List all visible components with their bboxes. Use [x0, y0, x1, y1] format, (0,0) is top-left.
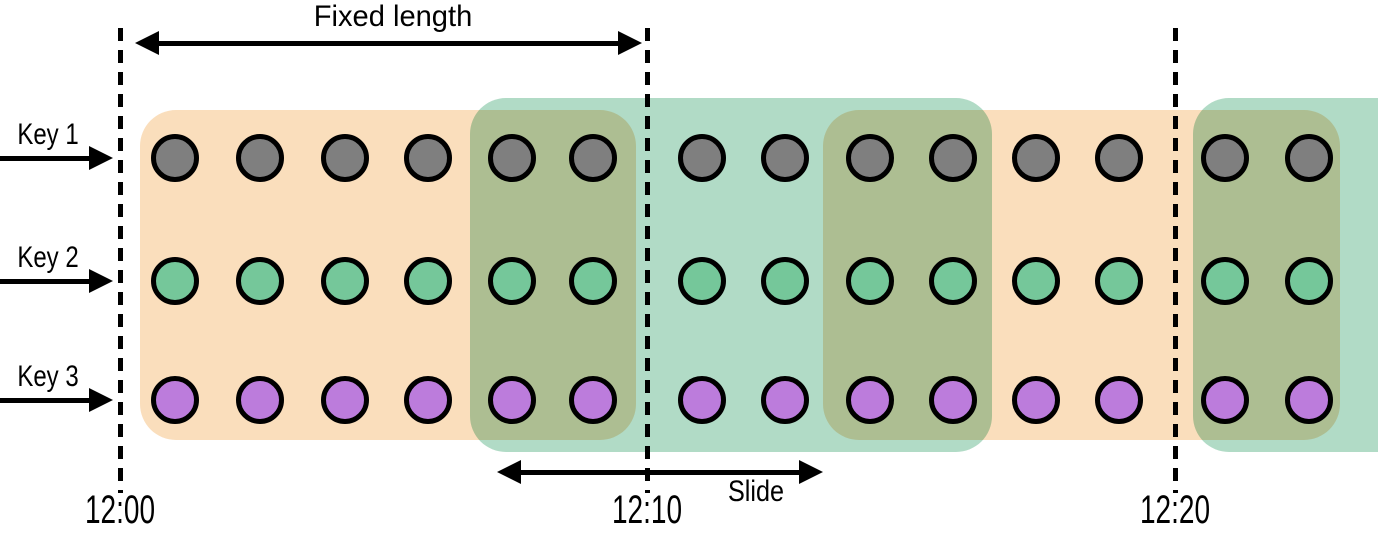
event-dot	[1095, 376, 1143, 424]
event-dot	[1201, 134, 1249, 182]
timestamp-text: 12:20	[1139, 488, 1211, 532]
slide-text: Slide	[727, 475, 785, 508]
event-dot	[678, 376, 726, 424]
event-dot	[1285, 257, 1333, 305]
event-dot	[929, 257, 977, 305]
timeline-dashed-line	[117, 28, 123, 493]
key-label-2: Key 2	[10, 243, 87, 273]
event-dot	[846, 134, 894, 182]
timestamp-label: 12:10	[597, 490, 697, 530]
fixed-length-text: Fixed length	[313, 0, 473, 33]
event-dot	[1285, 376, 1333, 424]
event-dot	[678, 134, 726, 182]
event-dot	[236, 134, 284, 182]
event-dot	[761, 376, 809, 424]
key-label-text: Key 1	[17, 118, 79, 151]
timeline-dashed-line	[644, 28, 650, 493]
timestamp-text: 12:10	[611, 488, 683, 532]
event-dot	[1012, 134, 1060, 182]
key-label-1: Key 1	[10, 120, 87, 150]
event-dot	[404, 376, 452, 424]
event-dot	[151, 376, 199, 424]
event-dot	[151, 257, 199, 305]
event-dot	[1201, 257, 1249, 305]
event-dot	[1201, 376, 1249, 424]
key-label-text: Key 2	[17, 241, 79, 274]
slide-label: Slide	[723, 477, 790, 507]
event-dot	[404, 257, 452, 305]
event-dot	[488, 257, 536, 305]
event-dot	[1095, 257, 1143, 305]
event-dot	[569, 257, 617, 305]
event-dot	[1095, 134, 1143, 182]
event-dot	[404, 134, 452, 182]
event-dot	[761, 134, 809, 182]
event-dot	[761, 257, 809, 305]
timeline-dashed-line	[1172, 28, 1178, 493]
event-dot	[236, 257, 284, 305]
timestamp-text: 12:00	[84, 488, 156, 532]
event-dot	[321, 257, 369, 305]
key-label-3: Key 3	[10, 362, 87, 392]
event-dot	[678, 257, 726, 305]
event-dot	[488, 134, 536, 182]
event-dot	[1285, 134, 1333, 182]
event-dot	[846, 376, 894, 424]
event-dot	[236, 376, 284, 424]
event-dot	[929, 376, 977, 424]
event-dot	[488, 376, 536, 424]
event-dot	[846, 257, 894, 305]
key-label-text: Key 3	[17, 360, 79, 393]
event-dot	[321, 376, 369, 424]
event-dot	[1012, 376, 1060, 424]
event-dot	[929, 134, 977, 182]
event-dot	[569, 376, 617, 424]
event-dot	[569, 134, 617, 182]
timestamp-label: 12:00	[70, 490, 170, 530]
event-dot	[321, 134, 369, 182]
fixed-length-label: Fixed length	[311, 2, 474, 32]
timestamp-label: 12:20	[1125, 490, 1225, 530]
event-dot	[151, 134, 199, 182]
event-dot	[1012, 257, 1060, 305]
